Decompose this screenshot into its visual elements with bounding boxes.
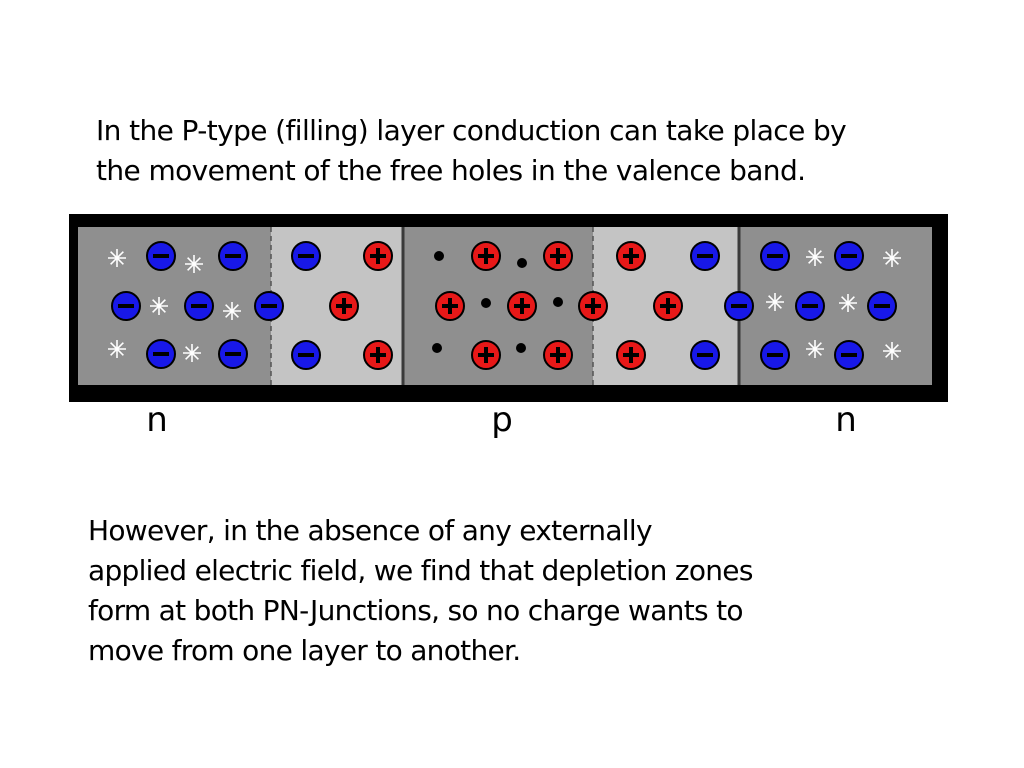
layer-label-n-right: n xyxy=(835,400,857,440)
donor-atom-icon xyxy=(108,340,126,358)
acceptor-dot-icon xyxy=(516,343,526,353)
electron-icon xyxy=(254,291,284,321)
electron-icon xyxy=(291,340,321,370)
outro-line-3: form at both PN-Junctions, so no charge … xyxy=(88,594,744,627)
donor-atom-icon xyxy=(883,249,901,267)
electron-icon xyxy=(795,291,825,321)
electron-icon xyxy=(218,241,248,271)
donor-atom-icon xyxy=(150,297,168,315)
outro-line-1: However, in the absence of any externall… xyxy=(88,514,653,547)
electron-icon xyxy=(690,241,720,271)
hole-icon xyxy=(543,241,573,271)
electron-icon xyxy=(834,340,864,370)
electron-icon xyxy=(760,340,790,370)
hole-icon xyxy=(435,291,465,321)
acceptor-dot-icon xyxy=(517,258,527,268)
intro-paragraph: In the P-type (filling) layer conduction… xyxy=(96,111,847,191)
hole-icon xyxy=(329,291,359,321)
outro-line-2: applied electric field, we find that dep… xyxy=(88,554,753,587)
electron-icon xyxy=(184,291,214,321)
hole-icon xyxy=(507,291,537,321)
electron-icon xyxy=(146,339,176,369)
hole-icon xyxy=(616,340,646,370)
hole-icon xyxy=(543,340,573,370)
donor-atom-icon xyxy=(183,344,201,362)
intro-line-1: In the P-type (filling) layer conduction… xyxy=(96,114,847,147)
electron-icon xyxy=(291,241,321,271)
donor-atom-icon xyxy=(806,340,824,358)
acceptor-dot-icon xyxy=(434,251,444,261)
donor-atom-icon xyxy=(108,249,126,267)
electron-icon xyxy=(218,339,248,369)
intro-line-2: the movement of the free holes in the va… xyxy=(96,154,806,187)
diagram-particles xyxy=(108,241,901,370)
electron-icon xyxy=(111,291,141,321)
electron-icon xyxy=(690,340,720,370)
pnp-junction-diagram xyxy=(69,214,948,402)
donor-atom-icon xyxy=(883,342,901,360)
electron-icon xyxy=(834,241,864,271)
electron-icon xyxy=(760,241,790,271)
hole-icon xyxy=(578,291,608,321)
electron-icon xyxy=(724,291,754,321)
acceptor-dot-icon xyxy=(553,297,563,307)
outro-line-4: move from one layer to another. xyxy=(88,634,521,667)
hole-icon xyxy=(363,241,393,271)
donor-atom-icon xyxy=(223,302,241,320)
hole-icon xyxy=(616,241,646,271)
acceptor-dot-icon xyxy=(481,298,491,308)
donor-atom-icon xyxy=(766,293,784,311)
hole-icon xyxy=(363,340,393,370)
hole-icon xyxy=(653,291,683,321)
layer-label-p: p xyxy=(491,400,513,440)
layer-label-n-left: n xyxy=(146,400,168,440)
hole-icon xyxy=(471,340,501,370)
electron-icon xyxy=(146,241,176,271)
donor-atom-icon xyxy=(839,294,857,312)
electron-icon xyxy=(867,291,897,321)
acceptor-dot-icon xyxy=(432,343,442,353)
outro-paragraph: However, in the absence of any externall… xyxy=(88,511,753,671)
hole-icon xyxy=(471,241,501,271)
donor-atom-icon xyxy=(806,248,824,266)
donor-atom-icon xyxy=(185,255,203,273)
